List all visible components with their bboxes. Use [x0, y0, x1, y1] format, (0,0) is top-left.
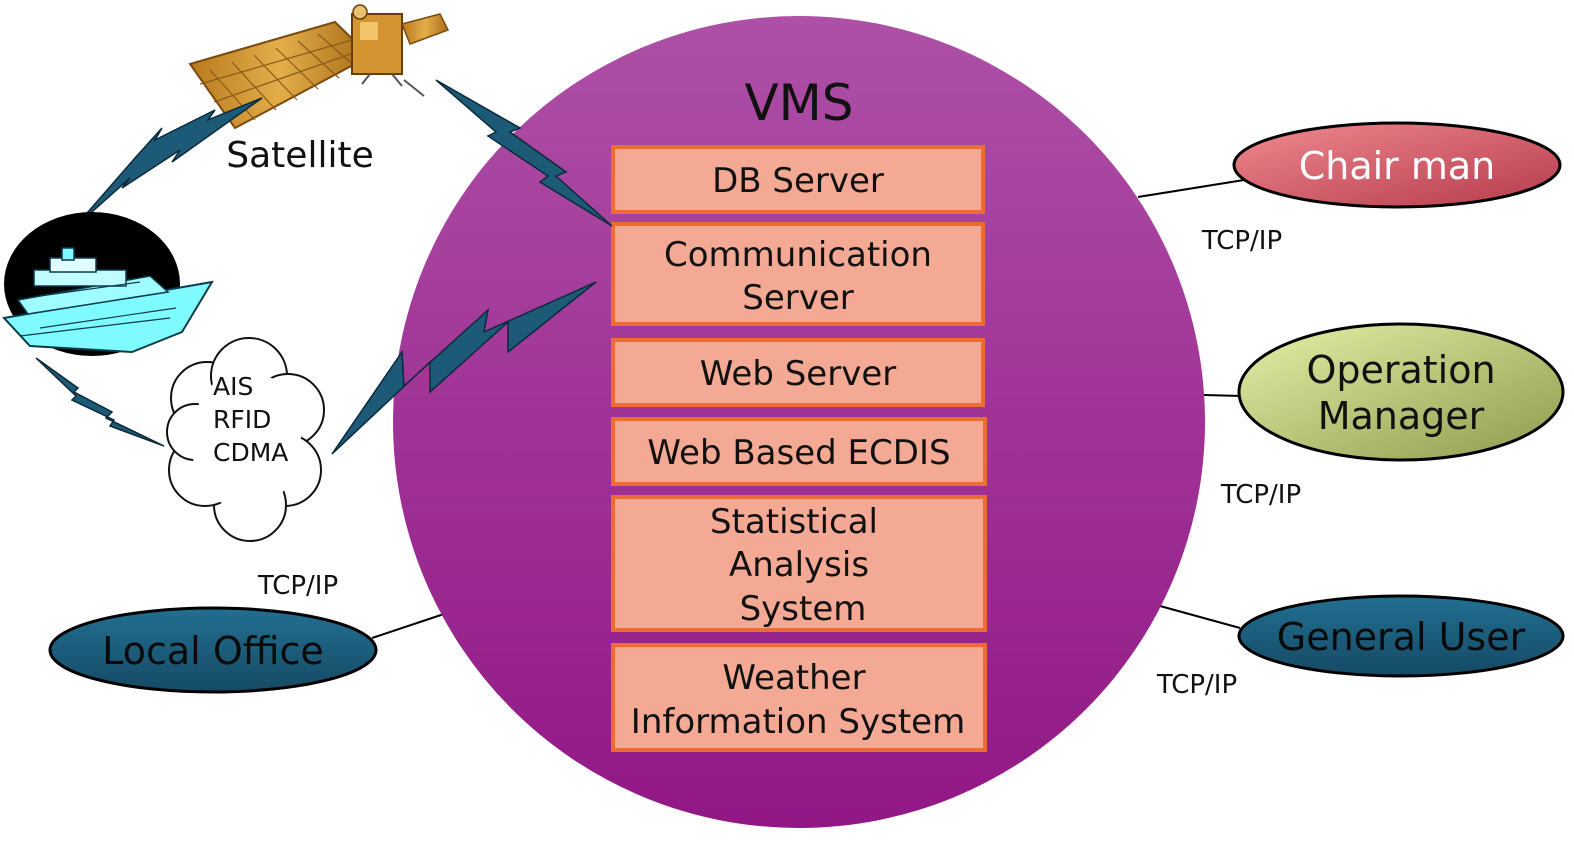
node-label: Chair man [1299, 144, 1496, 188]
module-box [611, 495, 987, 632]
cloud-line-ais: AIS [213, 372, 253, 401]
module-label: Statistical [710, 502, 878, 542]
lightning-satellite-to-vms [435, 79, 613, 227]
module-web-server[interactable]: Web Server [611, 338, 985, 407]
module-label: Analysis [729, 545, 869, 585]
module-box [611, 417, 987, 486]
module-db-server[interactable]: DB Server [611, 145, 985, 214]
node-general-user[interactable]: General User [1237, 594, 1565, 678]
cloud-shape [166, 337, 325, 542]
lightning-ship-to-cloud [35, 357, 165, 447]
protocol-label-operation-manager: TCP/IP [1220, 480, 1301, 510]
vms-modules: DB Server Communication Server Web Serve… [611, 145, 987, 752]
line-operation-manager [1203, 394, 1243, 397]
node-operation-manager[interactable]: Operation Manager [1237, 322, 1565, 462]
module-web-based-ecdis[interactable]: Web Based ECDIS [611, 417, 987, 486]
satellite-icon [188, 4, 450, 130]
module-communication-server[interactable]: Communication Server [611, 222, 985, 326]
module-label: Web Based ECDIS [647, 433, 950, 473]
module-label: System [740, 589, 867, 629]
node-local-office[interactable]: Local Office [48, 606, 378, 694]
satellite-label: Satellite [226, 135, 373, 176]
module-weather-information-system[interactable]: Weather Information System [611, 643, 987, 752]
module-statistical-analysis-system[interactable]: Statistical Analysis System [611, 495, 987, 632]
node-label: Manager [1318, 394, 1485, 438]
module-box [611, 145, 985, 214]
protocol-label-chair-man: TCP/IP [1201, 226, 1282, 256]
module-box [611, 643, 987, 752]
lightning-satellite-to-ship [73, 97, 263, 229]
module-label: Web Server [700, 354, 896, 394]
module-label: Server [742, 278, 854, 318]
protocol-label-local-office: TCP/IP [257, 571, 338, 601]
protocol-label-general-user: TCP/IP [1156, 670, 1237, 700]
node-chair-man[interactable]: Chair man [1232, 121, 1562, 209]
module-label: DB Server [712, 161, 884, 201]
node-label: Operation [1306, 348, 1495, 392]
wireless-links [35, 79, 613, 455]
ship-icon [2, 212, 214, 356]
module-label: Communication [664, 235, 932, 275]
line-chair-man [1137, 179, 1245, 198]
module-box [611, 338, 985, 407]
connector-lines [371, 179, 1245, 639]
node-label: General User [1277, 615, 1526, 659]
cloud-line-cdma: CDMA [213, 438, 288, 467]
cloud-line-rfid: RFID [213, 405, 271, 434]
module-label: Weather [722, 658, 865, 698]
line-local-office [371, 613, 445, 639]
vms-title: VMS [744, 74, 853, 132]
module-label: Information System [631, 702, 965, 742]
lightning-cloud-to-vms [331, 281, 597, 455]
node-label: Local Office [102, 629, 324, 673]
line-general-user [1159, 605, 1241, 629]
module-box [611, 222, 985, 326]
